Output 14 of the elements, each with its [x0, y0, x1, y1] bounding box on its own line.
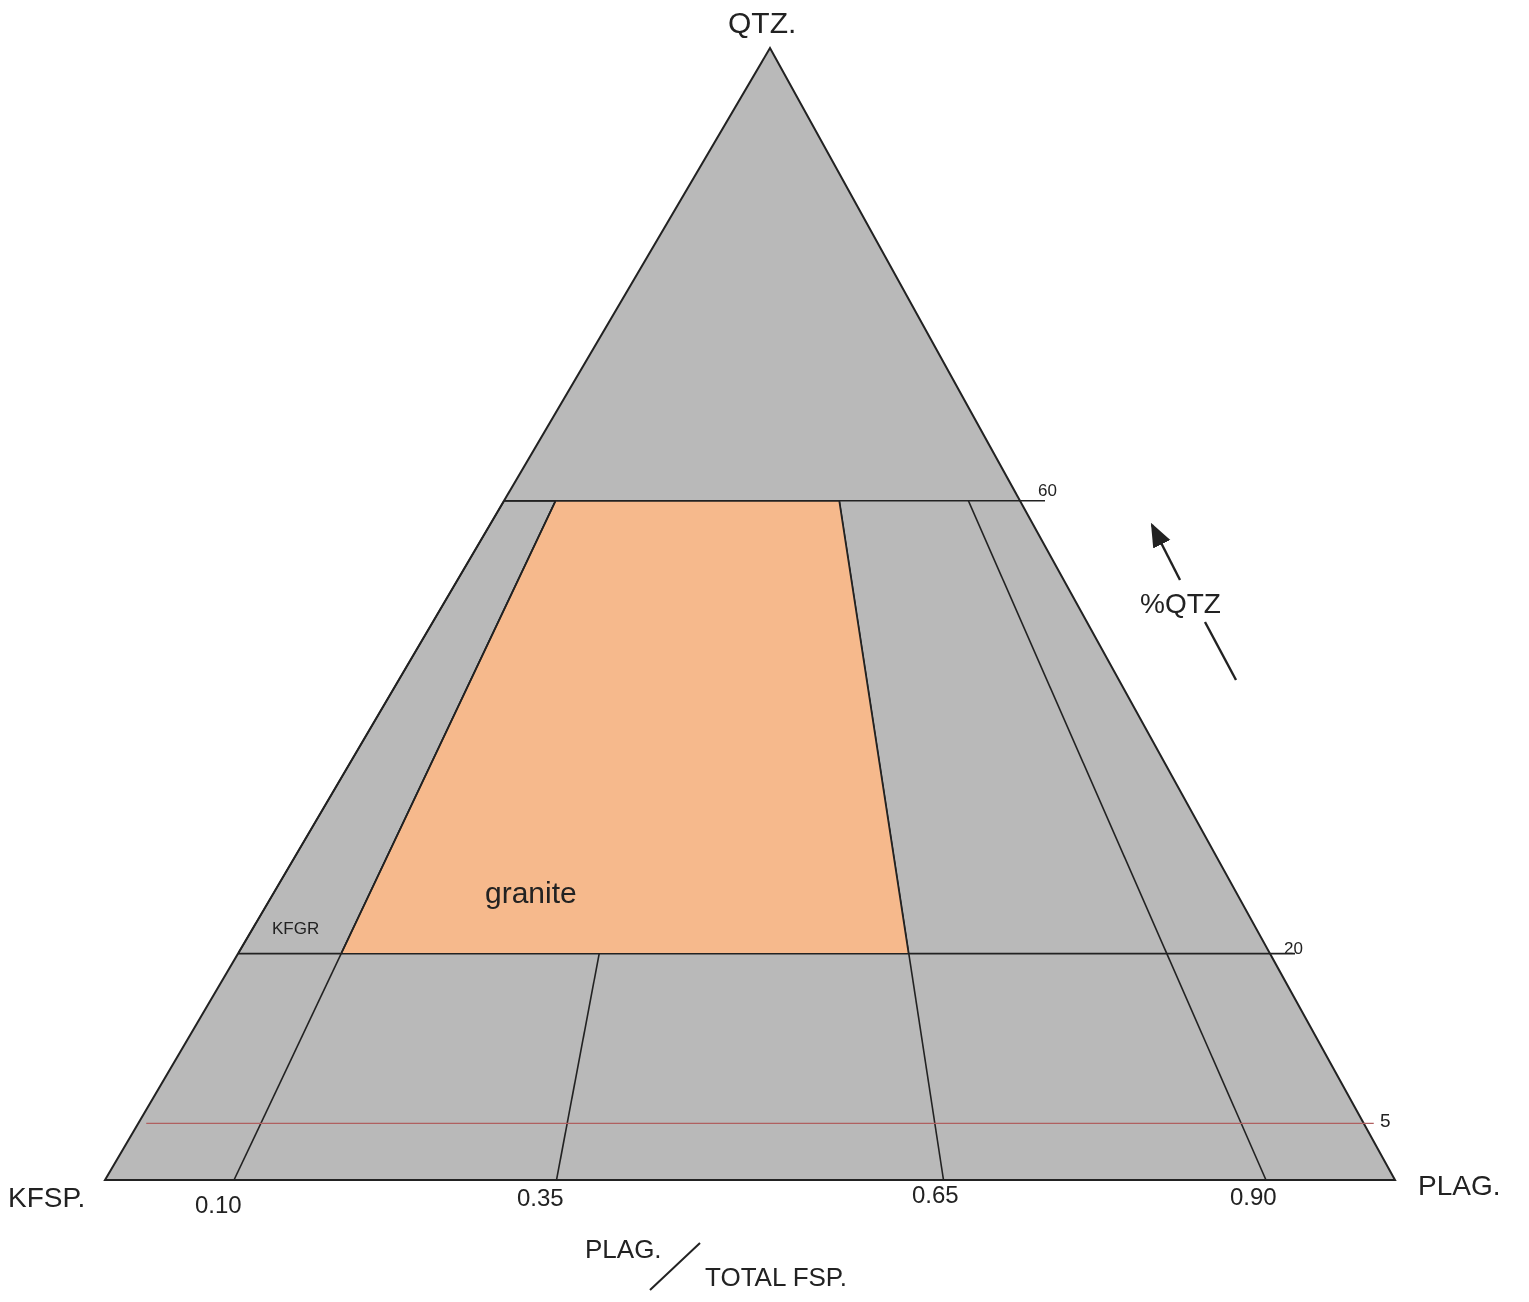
axis-label: TOTAL FSP. [705, 1264, 848, 1290]
axis-label: %QTZ [1140, 590, 1221, 618]
tick-label: 0.35 [517, 1186, 564, 1210]
field-label: KFGR [272, 920, 320, 937]
tick-label: 5 [1380, 1111, 1391, 1130]
tick-label: 0.65 [912, 1183, 959, 1207]
field-label: granite [485, 878, 577, 908]
tick-label: 60 [1038, 482, 1057, 499]
tick-label: 0.10 [195, 1193, 242, 1217]
apex-label: QTZ. [728, 8, 797, 38]
axis-label: PLAG. [585, 1236, 662, 1262]
tick-label: 0.90 [1230, 1185, 1277, 1209]
corner-label: KFSP. [8, 1184, 86, 1212]
corner-label: PLAG. [1418, 1172, 1501, 1200]
